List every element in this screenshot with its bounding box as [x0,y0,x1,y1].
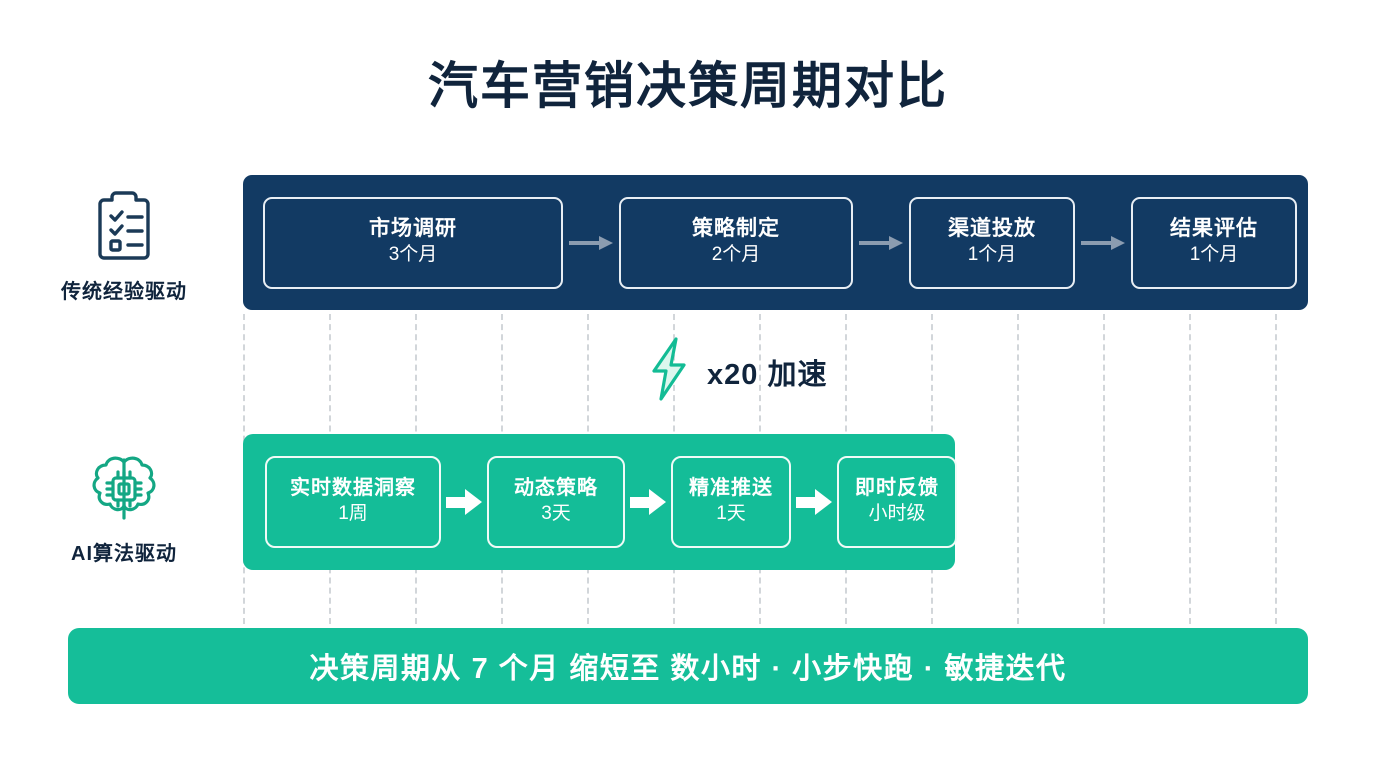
row-label-traditional: 传统经验驱动 [24,188,224,304]
gridline [1103,314,1105,624]
stage-name: 精准推送 [689,477,773,500]
stage-box[interactable]: 实时数据洞察 1周 [265,456,441,548]
stage-box[interactable]: 即时反馈小时级 [837,456,957,548]
stage-name: 即时反馈 [855,477,939,500]
ai-timeline-band: 实时数据洞察 1周 动态策略 3天 精准推送 1天 即时反馈小时级 [243,434,957,570]
stage-box[interactable]: 策略制定 2个月 [619,196,853,289]
gridline [1275,314,1277,624]
summary-banner-text: 决策周期从 7 个月 缩短至 数小时 · 小步快跑 · 敏捷迭代 [309,653,1067,685]
flow-arrow-icon [1081,235,1125,250]
row-label-ai-text: AI算法驱动 [71,543,177,565]
stage-duration: 2个月 [711,244,761,266]
traditional-timeline-band: 市场调研 3个月 策略制定 2个月 渠道投放 1个月 结果评估 1个月 [243,175,1308,310]
clipboard-checklist-icon [89,188,159,269]
gridline [1189,314,1191,624]
stage-duration: 小时级 [868,503,926,525]
stage-name: 实时数据洞察 [290,477,416,500]
ai-stage-flow: 实时数据洞察 1周 动态策略 3天 精准推送 1天 即时反馈小时级 [243,434,957,570]
page-title: 汽车营销决策周期对比 [428,58,948,114]
stage-name: 动态策略 [514,477,598,500]
acceleration-label: x20 加速 [707,358,828,391]
stage-duration: 1个月 [1189,244,1239,266]
stage-box[interactable]: 市场调研 3个月 [263,196,563,289]
stage-name: 市场调研 [369,217,457,241]
stage-box[interactable]: 动态策略 3天 [487,456,625,548]
stage-box[interactable]: 渠道投放 1个月 [909,196,1075,289]
gridline [1017,314,1019,624]
stage-name: 结果评估 [1170,217,1258,241]
stage-duration: 1天 [716,503,746,525]
traditional-stage-flow: 市场调研 3个月 策略制定 2个月 渠道投放 1个月 结果评估 1个月 [243,175,1308,310]
brain-chip-icon [88,452,160,531]
stage-box[interactable]: 精准推送 1天 [671,456,791,548]
stage-name: 渠道投放 [948,217,1036,241]
lightning-bolt-icon [645,336,693,407]
flow-arrow-icon [630,489,666,515]
row-label-ai: AI算法驱动 [24,452,224,566]
stage-name: 策略制定 [692,217,780,241]
stage-duration: 3个月 [388,244,438,266]
summary-banner: 决策周期从 7 个月 缩短至 数小时 · 小步快跑 · 敏捷迭代 [68,628,1308,704]
flow-arrow-icon [859,235,903,250]
stage-box[interactable]: 结果评估 1个月 [1131,196,1297,289]
flow-arrow-icon [446,489,482,515]
stage-duration: 3天 [541,503,571,525]
stage-duration: 1个月 [967,244,1017,266]
acceleration-callout: x20 加速 [645,336,827,407]
flow-arrow-icon [796,489,832,515]
stage-duration: 1周 [338,503,368,525]
flow-arrow-icon [569,235,613,250]
row-label-traditional-text: 传统经验驱动 [61,281,187,303]
